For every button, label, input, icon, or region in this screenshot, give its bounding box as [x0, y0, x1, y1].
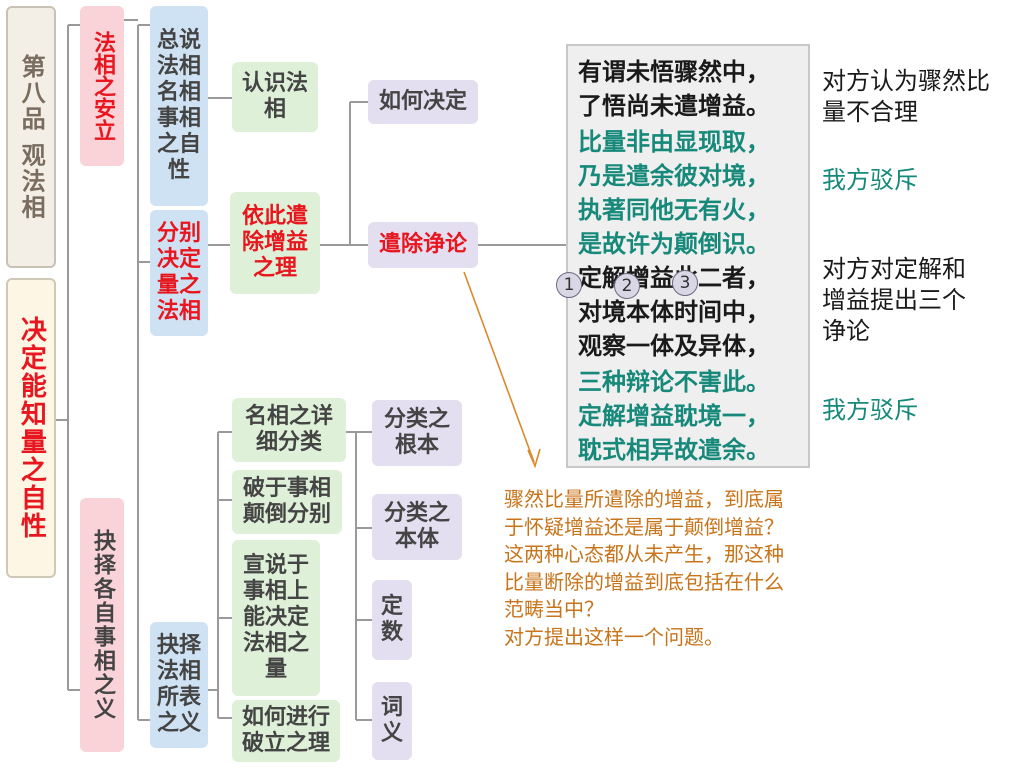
verse-line: 观察一体及异体， [578, 332, 770, 360]
node-l5-ru-he-jue-ding: 如何决定 [368, 80, 478, 124]
verse-line: 了悟尚未遣增益。 [578, 92, 770, 120]
node-l4-po-yu-shi-xiang: 破于事相颠倒分别 [232, 470, 342, 534]
node-l4-xuan-shuo: 宣说于事相上能决定法相之量 [232, 540, 320, 696]
node-l3-jue-ze-suo-biao: 抉择法相所表之义 [150, 622, 208, 748]
verse-line: 有谓未悟骤然中， [578, 58, 770, 86]
label-refutation-2: 我方驳斥 [822, 396, 918, 424]
verse-box: 有谓未悟骤然中， 了悟尚未遣增益。 比量非由显现取， 乃是遣余彼对境， 执著同他… [566, 44, 810, 468]
node-l4-qian-chu-zeng-yi: 依此遣除增益之理 [230, 192, 320, 294]
circle-number-3: 3 [672, 270, 698, 296]
annotation-text: 骤然比量所遣除的增益，到底属 于怀疑增益还是属于颠倒增益？ 这两种心态都从未产生… [504, 487, 784, 649]
verse-line: 三种辩论不害此。 [578, 368, 770, 396]
node-l5-qian-chu-zheng-lun: 遣除诤论 [368, 222, 478, 268]
node-l4-po-li-zhi-li: 如何进行破立之理 [232, 700, 340, 762]
node-l4-ren-shi-fa-xiang: 认识法相 [232, 62, 318, 132]
label-opponent-view: 对方认为骤然比量不合理 [822, 67, 990, 127]
label-opponent-three-disputes: 对方对定解和增益提出三个诤论 [822, 255, 966, 346]
circle-number-2: 2 [614, 273, 640, 299]
root-title: 决定能知量之自性 [6, 278, 56, 578]
node-l2-jue-ze-shi-xiang: 抉择各自事相之义 [80, 498, 124, 752]
verse-line: 是故许为颠倒识。 [578, 230, 770, 258]
node-l5-fen-lei-gen-ben: 分类之根本 [372, 400, 462, 466]
verse-line: 定解增益耽境一， [578, 402, 770, 430]
node-l3-zong-shuo: 总说法相名相事相之自性 [150, 6, 208, 206]
chapter-title: 第八品 观法相 [6, 6, 56, 268]
label-refutation-1: 我方驳斥 [822, 166, 918, 194]
node-l5-fen-lei-ben-ti: 分类之本体 [372, 494, 462, 560]
verse-line: 比量非由显现取， [578, 128, 770, 156]
circle-number-1: 1 [556, 272, 582, 298]
node-l4-ming-xiang-fen-lei: 名相之详细分类 [232, 398, 346, 462]
node-l2-fa-xiang-an-li: 法相之安立 [80, 6, 124, 166]
node-l5-ding-shu: 定数 [372, 580, 412, 660]
verse-line: 乃是遣余彼对境， [578, 162, 770, 190]
node-l5-ci-yi: 词义 [372, 682, 412, 760]
node-l3-fen-bie-jue-ding: 分别决定量之法相 [150, 210, 208, 336]
verse-line: 对境本体时间中， [578, 298, 770, 326]
verse-line: 耽式相异故遣余。 [578, 436, 770, 464]
verse-line: 执著同他无有火， [578, 196, 770, 224]
